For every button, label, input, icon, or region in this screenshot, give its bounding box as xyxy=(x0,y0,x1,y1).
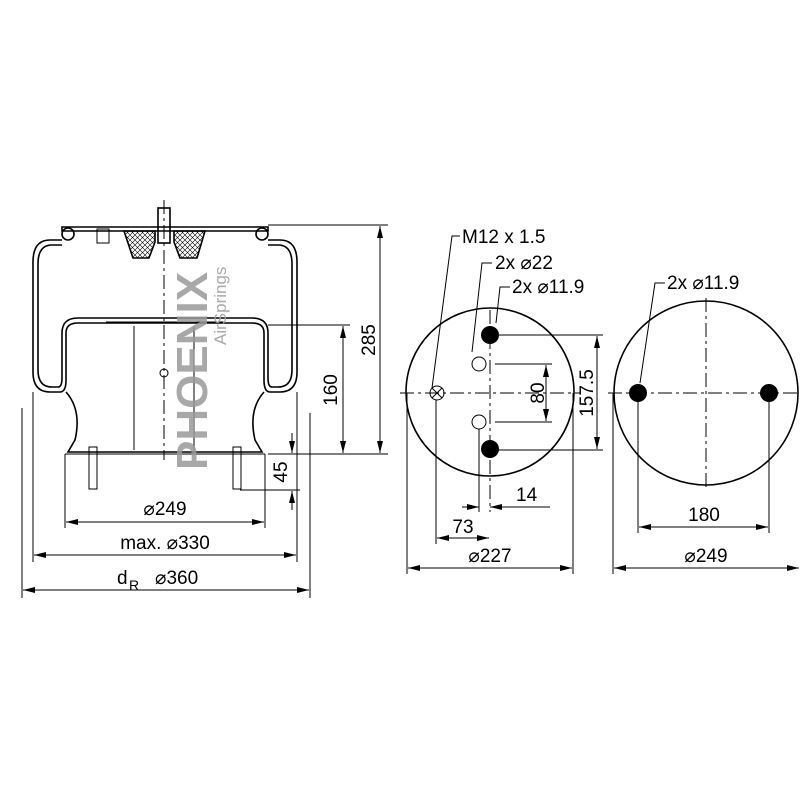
dim-157-label: 157.5 xyxy=(577,369,598,417)
bellows-outline xyxy=(32,239,298,393)
dim-80-label: 80 xyxy=(528,382,549,403)
top-plate-view: M12 x 1.5 2x ⌀22 2x ⌀11.9 80 157.5 14 73… xyxy=(400,227,603,574)
hole-119-upper xyxy=(481,326,499,344)
bottom-bolt-left xyxy=(88,446,98,490)
hole-22-lower xyxy=(471,414,487,430)
m12-thread-icon xyxy=(429,385,445,401)
dim-160-label: 160 xyxy=(321,374,342,406)
dim-360-label: ⌀360 xyxy=(155,568,198,589)
top-plate-circle xyxy=(405,307,575,477)
bottom-bolt-right xyxy=(232,446,242,490)
hole-119-leader xyxy=(495,286,510,324)
m12-leader xyxy=(431,235,460,389)
top-stud-detail xyxy=(96,228,110,244)
hole-22-upper xyxy=(471,356,487,372)
hole-22-leader xyxy=(471,262,492,353)
right-bead-roll xyxy=(255,227,269,241)
hole-119-left xyxy=(629,384,647,402)
dim-73-label: 73 xyxy=(452,517,473,538)
dim-330-label: max. ⌀330 xyxy=(120,533,210,554)
hole-119-right xyxy=(760,384,778,402)
hole-22-label: 2x ⌀22 xyxy=(495,253,553,274)
bumper-left xyxy=(122,230,156,259)
dim-227-label: ⌀227 xyxy=(468,546,511,567)
dim-180-label: 180 xyxy=(688,505,720,526)
dim-249-label: ⌀249 xyxy=(684,546,727,567)
side-view: PHOENIX AirSprings 285 160 45 ⌀249 max. … xyxy=(21,200,388,598)
phoenix-watermark: PHOENIX AirSprings xyxy=(168,267,230,470)
hole-119-lower xyxy=(481,440,499,458)
watermark-tagline: AirSprings xyxy=(211,267,230,345)
dim-249-label: ⌀249 xyxy=(143,499,186,520)
hole-119-leader xyxy=(639,282,665,384)
dim-45-label: 45 xyxy=(271,461,292,482)
bumper-right xyxy=(173,230,207,259)
dim-285-label: 285 xyxy=(359,324,380,356)
hole-119-label: 2x ⌀11.9 xyxy=(512,277,584,298)
left-bead-roll xyxy=(61,227,75,241)
dim-360-subscript: R xyxy=(129,577,139,593)
hole-119-label: 2x ⌀11.9 xyxy=(667,273,739,294)
bottom-plate-view: 2x ⌀11.9 180 ⌀249 xyxy=(608,273,800,574)
m12-label: M12 x 1.5 xyxy=(462,227,545,248)
piston-outline xyxy=(65,391,265,453)
top-plate xyxy=(61,226,269,232)
watermark-brand: PHOENIX xyxy=(168,272,217,470)
bellows-inner xyxy=(37,244,293,388)
dim-360-prefix: d xyxy=(117,568,128,589)
dim-14-label: 14 xyxy=(516,485,538,506)
